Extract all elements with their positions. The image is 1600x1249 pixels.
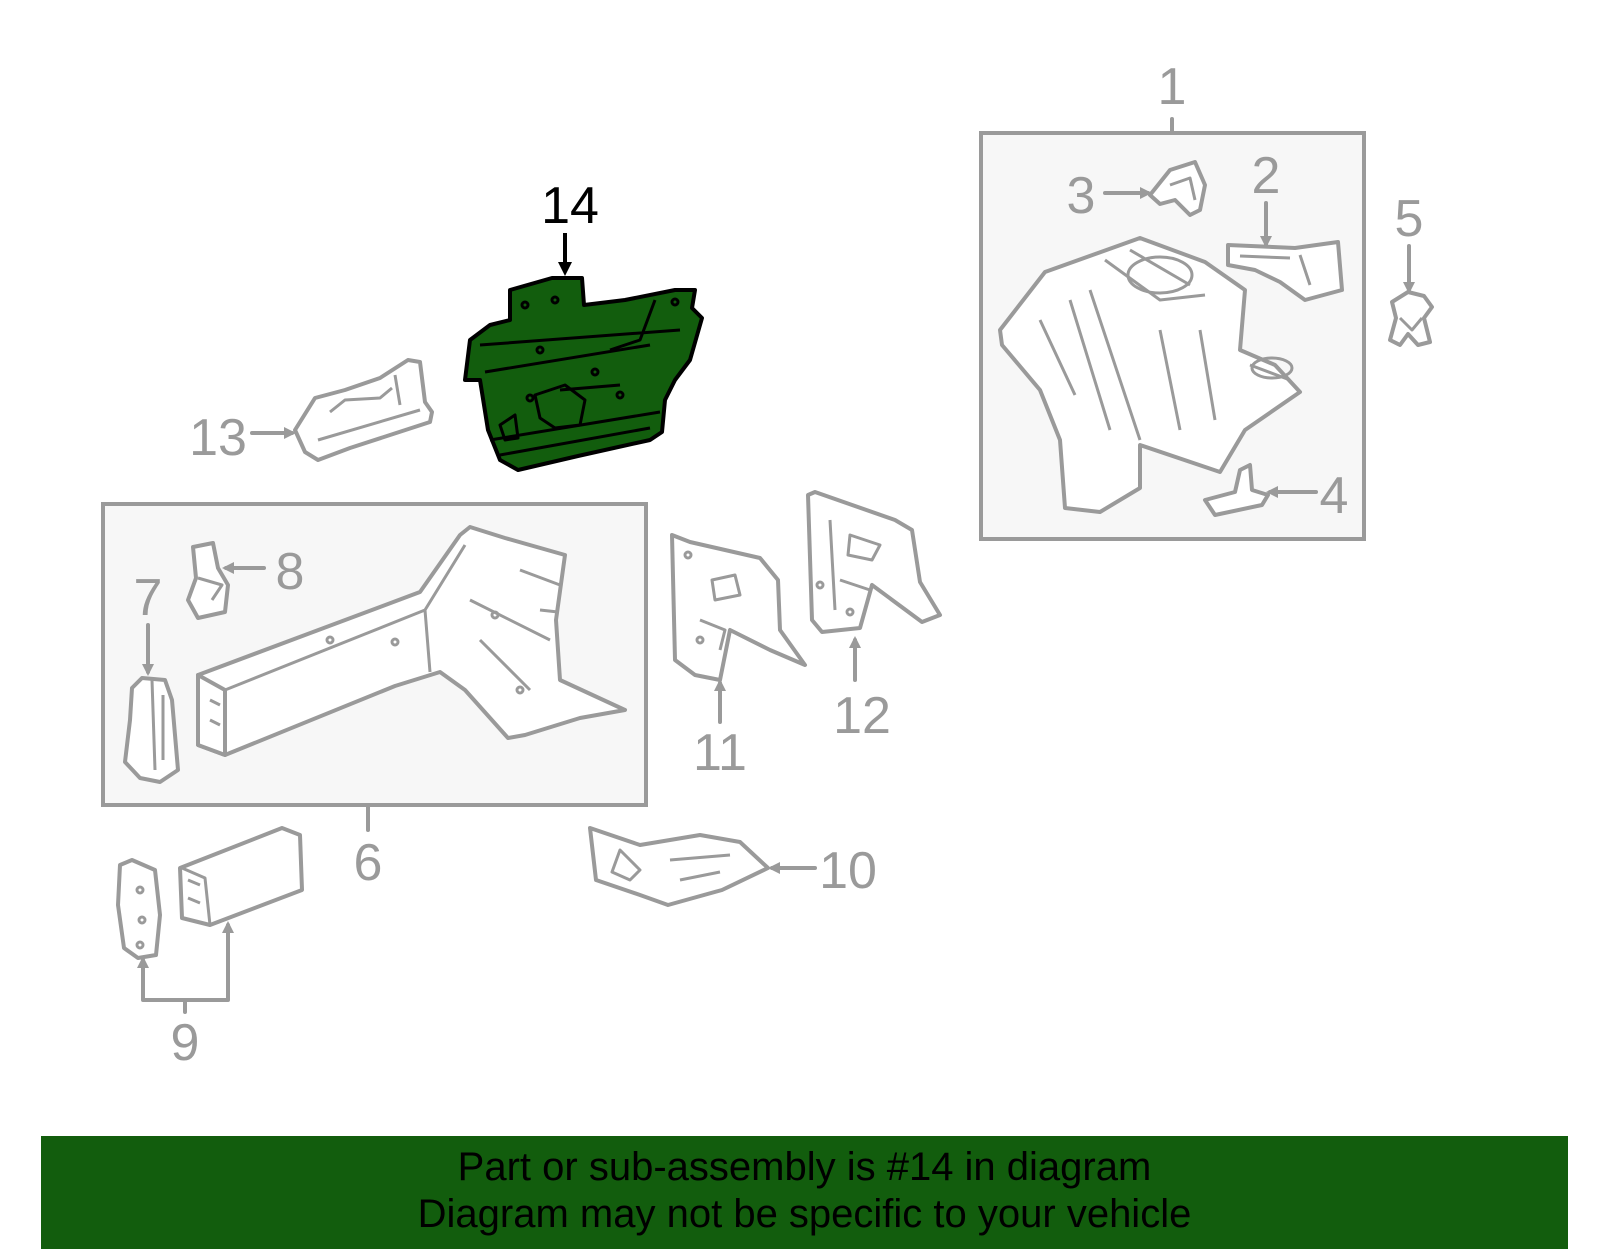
arrow-8 [222,562,234,574]
leader-9 [141,923,230,1014]
callout-10[interactable]: 10 [819,842,877,900]
part-9-plate[interactable] [116,858,162,960]
arrow-12 [849,636,861,648]
part-10-bracket[interactable] [588,826,770,907]
arrow-11 [714,679,726,691]
part-13-bracket[interactable] [293,358,434,462]
arrow-9a [137,956,149,968]
callout-5[interactable]: 5 [1395,190,1424,248]
callout-14[interactable]: 14 [541,177,599,235]
arrow-13 [284,427,296,439]
arrow-3 [1140,187,1152,199]
arrow-10 [768,862,780,874]
callout-13[interactable]: 13 [189,409,247,467]
arrow-5 [1403,282,1415,294]
arrow-9b [222,921,234,933]
callout-6[interactable]: 6 [354,834,383,892]
part-9-extension[interactable] [178,826,304,927]
part-14-highlighted[interactable] [463,276,704,472]
part-12-bracket[interactable] [806,490,942,634]
part-5-clip[interactable] [1388,290,1434,347]
info-banner: Part or sub-assembly is #14 in diagram D… [41,1136,1568,1249]
part-3-bracket[interactable] [1148,160,1207,217]
banner-line-1: Part or sub-assembly is #14 in diagram [457,1145,1152,1189]
callout-11[interactable]: 11 [693,724,747,782]
arrow-4 [1266,486,1278,498]
part-1-apron-assembly[interactable] [998,236,1302,514]
part-7-bracket[interactable] [123,676,180,784]
part-2-bracket[interactable] [1226,240,1344,302]
part-6-frame-rail[interactable] [196,525,627,757]
callout-4[interactable]: 4 [1320,467,1349,525]
callout-7[interactable]: 7 [134,569,163,627]
callout-2[interactable]: 2 [1252,147,1281,205]
callout-3[interactable]: 3 [1067,167,1096,225]
arrow-7 [142,664,154,676]
arrow-2 [1260,236,1272,248]
callout-8[interactable]: 8 [276,543,305,601]
part-8-bracket[interactable] [186,541,230,620]
callout-12[interactable]: 12 [833,687,891,745]
part-4-bracket[interactable] [1203,463,1270,517]
callout-1[interactable]: 1 [1158,58,1187,116]
callout-9[interactable]: 9 [171,1014,200,1072]
arrow-14 [558,262,572,276]
part-11-bracket[interactable] [670,533,807,682]
banner-line-2: Diagram may not be specific to your vehi… [417,1192,1192,1236]
